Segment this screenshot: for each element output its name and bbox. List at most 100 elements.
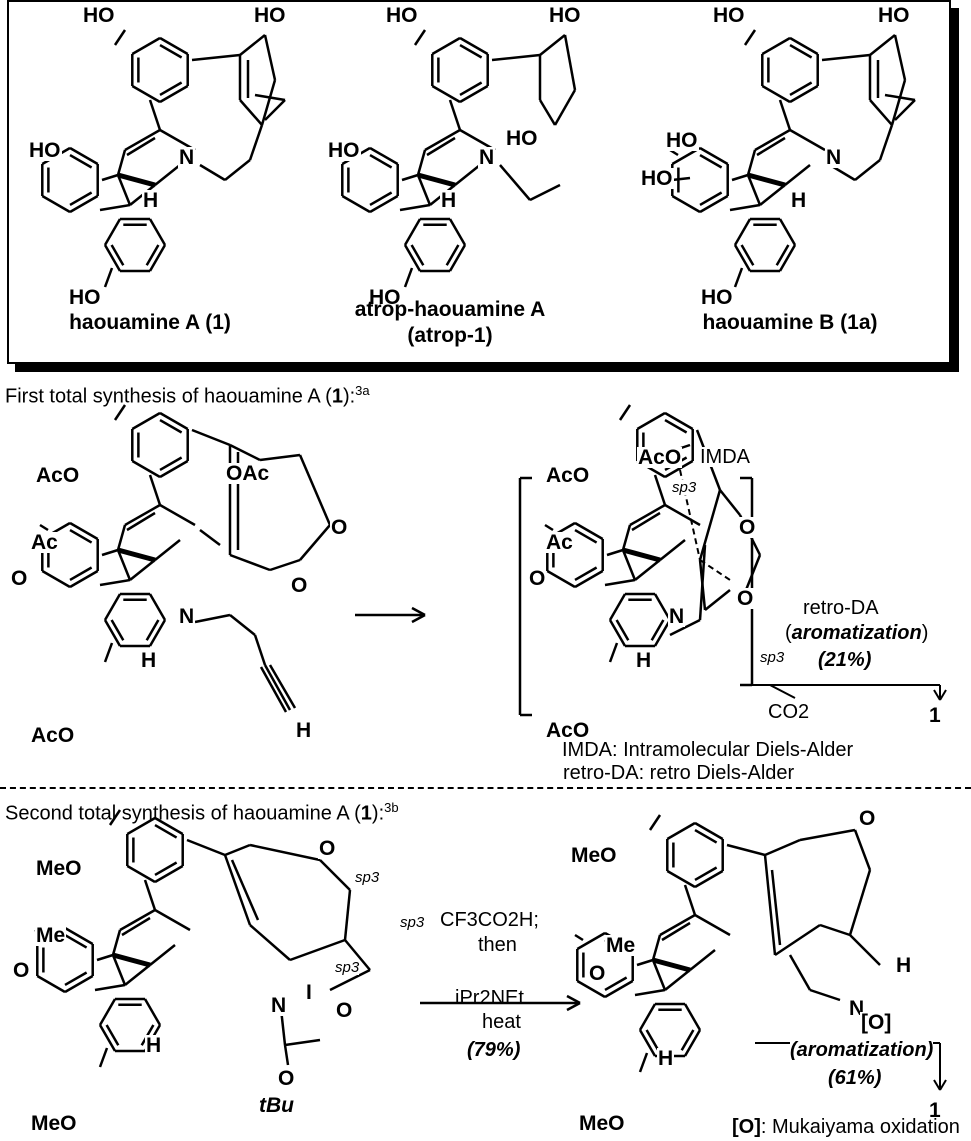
atom-label: O bbox=[12, 959, 31, 982]
bond bbox=[39, 523, 49, 532]
section-heading-second-synthesis: Second total synthesis of haouamine A (1… bbox=[5, 800, 399, 826]
bond bbox=[124, 503, 161, 527]
compound-name-haouamine-b: haouamine B (1a) bbox=[702, 311, 878, 334]
atom-label: HO bbox=[505, 127, 539, 150]
bond bbox=[775, 244, 790, 266]
atom-label: HO bbox=[368, 286, 402, 309]
atom-label: AcO bbox=[545, 719, 591, 742]
bond bbox=[369, 194, 399, 214]
bond bbox=[699, 153, 723, 169]
bond bbox=[689, 949, 716, 971]
bond bbox=[99, 203, 131, 212]
atom-label: HO bbox=[385, 4, 419, 27]
atom-label: N bbox=[825, 146, 843, 169]
bond bbox=[664, 969, 691, 991]
bond bbox=[103, 244, 122, 272]
sp3-label: sp3 bbox=[400, 914, 425, 931]
atom-label: HO bbox=[253, 4, 287, 27]
bond bbox=[789, 81, 813, 97]
bond bbox=[148, 619, 167, 647]
heading-text: Second total synthesis of haouamine A ( bbox=[5, 802, 361, 825]
section-heading-first-synthesis: First total synthesis of haouamine A (1)… bbox=[5, 383, 370, 409]
bond bbox=[740, 244, 755, 266]
bond bbox=[111, 929, 122, 956]
atom-label: N bbox=[178, 146, 196, 169]
atom-label: H bbox=[635, 649, 653, 672]
bond bbox=[789, 43, 813, 59]
atom-label: HO bbox=[82, 4, 116, 27]
bond bbox=[369, 153, 393, 169]
bond bbox=[878, 124, 894, 161]
bond bbox=[344, 939, 371, 971]
bond bbox=[621, 549, 637, 581]
bond bbox=[553, 89, 577, 126]
bond bbox=[869, 34, 896, 56]
sp3-label: sp3 bbox=[672, 479, 697, 496]
bond bbox=[698, 544, 707, 621]
bond bbox=[69, 566, 93, 582]
bond bbox=[638, 1029, 657, 1057]
bond bbox=[645, 1029, 660, 1051]
bond bbox=[731, 173, 749, 182]
bond bbox=[671, 194, 701, 214]
bond bbox=[694, 828, 718, 844]
bond bbox=[683, 1003, 702, 1031]
paren: ( bbox=[785, 622, 792, 644]
bond bbox=[417, 172, 456, 188]
bond bbox=[726, 843, 766, 857]
atom-label: H bbox=[140, 649, 158, 672]
bond bbox=[69, 528, 93, 544]
note-mukaiyama: [O]: Mukaiyama oxidation bbox=[732, 1117, 960, 1137]
bond bbox=[699, 191, 723, 207]
bond bbox=[652, 957, 691, 973]
bond bbox=[636, 411, 666, 431]
bond bbox=[664, 418, 688, 434]
bond bbox=[629, 503, 666, 527]
atom-label: HO bbox=[68, 286, 102, 309]
bond bbox=[199, 163, 226, 182]
reagent-heat: heat bbox=[482, 1011, 521, 1033]
bond bbox=[853, 829, 872, 871]
bond bbox=[248, 124, 264, 161]
aromatization-label: (aromatization) bbox=[790, 1039, 934, 1061]
bond bbox=[194, 613, 231, 624]
bond bbox=[529, 183, 561, 202]
bond bbox=[103, 593, 122, 621]
bond bbox=[664, 459, 694, 479]
bond bbox=[154, 816, 184, 836]
bond bbox=[145, 619, 160, 641]
bond bbox=[784, 164, 811, 186]
bond bbox=[108, 809, 122, 826]
bond bbox=[574, 569, 604, 589]
bond bbox=[576, 979, 606, 999]
bond bbox=[329, 968, 371, 992]
bond bbox=[117, 547, 156, 563]
bond bbox=[659, 913, 696, 937]
atom-label: tBu bbox=[258, 1094, 295, 1117]
bond bbox=[403, 267, 414, 288]
atom-label: N bbox=[668, 605, 686, 628]
atom-label: HO bbox=[700, 286, 734, 309]
bond bbox=[759, 184, 786, 206]
atom-label: H bbox=[440, 189, 458, 212]
bond bbox=[939, 1079, 947, 1091]
bond bbox=[499, 164, 531, 201]
bond bbox=[41, 569, 71, 589]
heading-text: ): bbox=[342, 385, 356, 408]
bond bbox=[116, 549, 132, 581]
bond bbox=[159, 411, 189, 431]
bond bbox=[159, 81, 183, 97]
bond bbox=[69, 191, 93, 207]
bond bbox=[41, 194, 71, 214]
note-retro-da: retro-DA: retro Diels-Alder bbox=[563, 762, 795, 784]
atom-label: H bbox=[142, 189, 160, 212]
bond bbox=[671, 176, 691, 182]
atom-label: H bbox=[657, 1047, 675, 1070]
bond bbox=[129, 559, 156, 581]
bond bbox=[126, 864, 156, 884]
bond bbox=[604, 578, 636, 587]
bond bbox=[143, 998, 162, 1026]
atom-label: Ac bbox=[30, 531, 59, 554]
bond bbox=[154, 823, 178, 839]
bond bbox=[809, 988, 841, 1002]
